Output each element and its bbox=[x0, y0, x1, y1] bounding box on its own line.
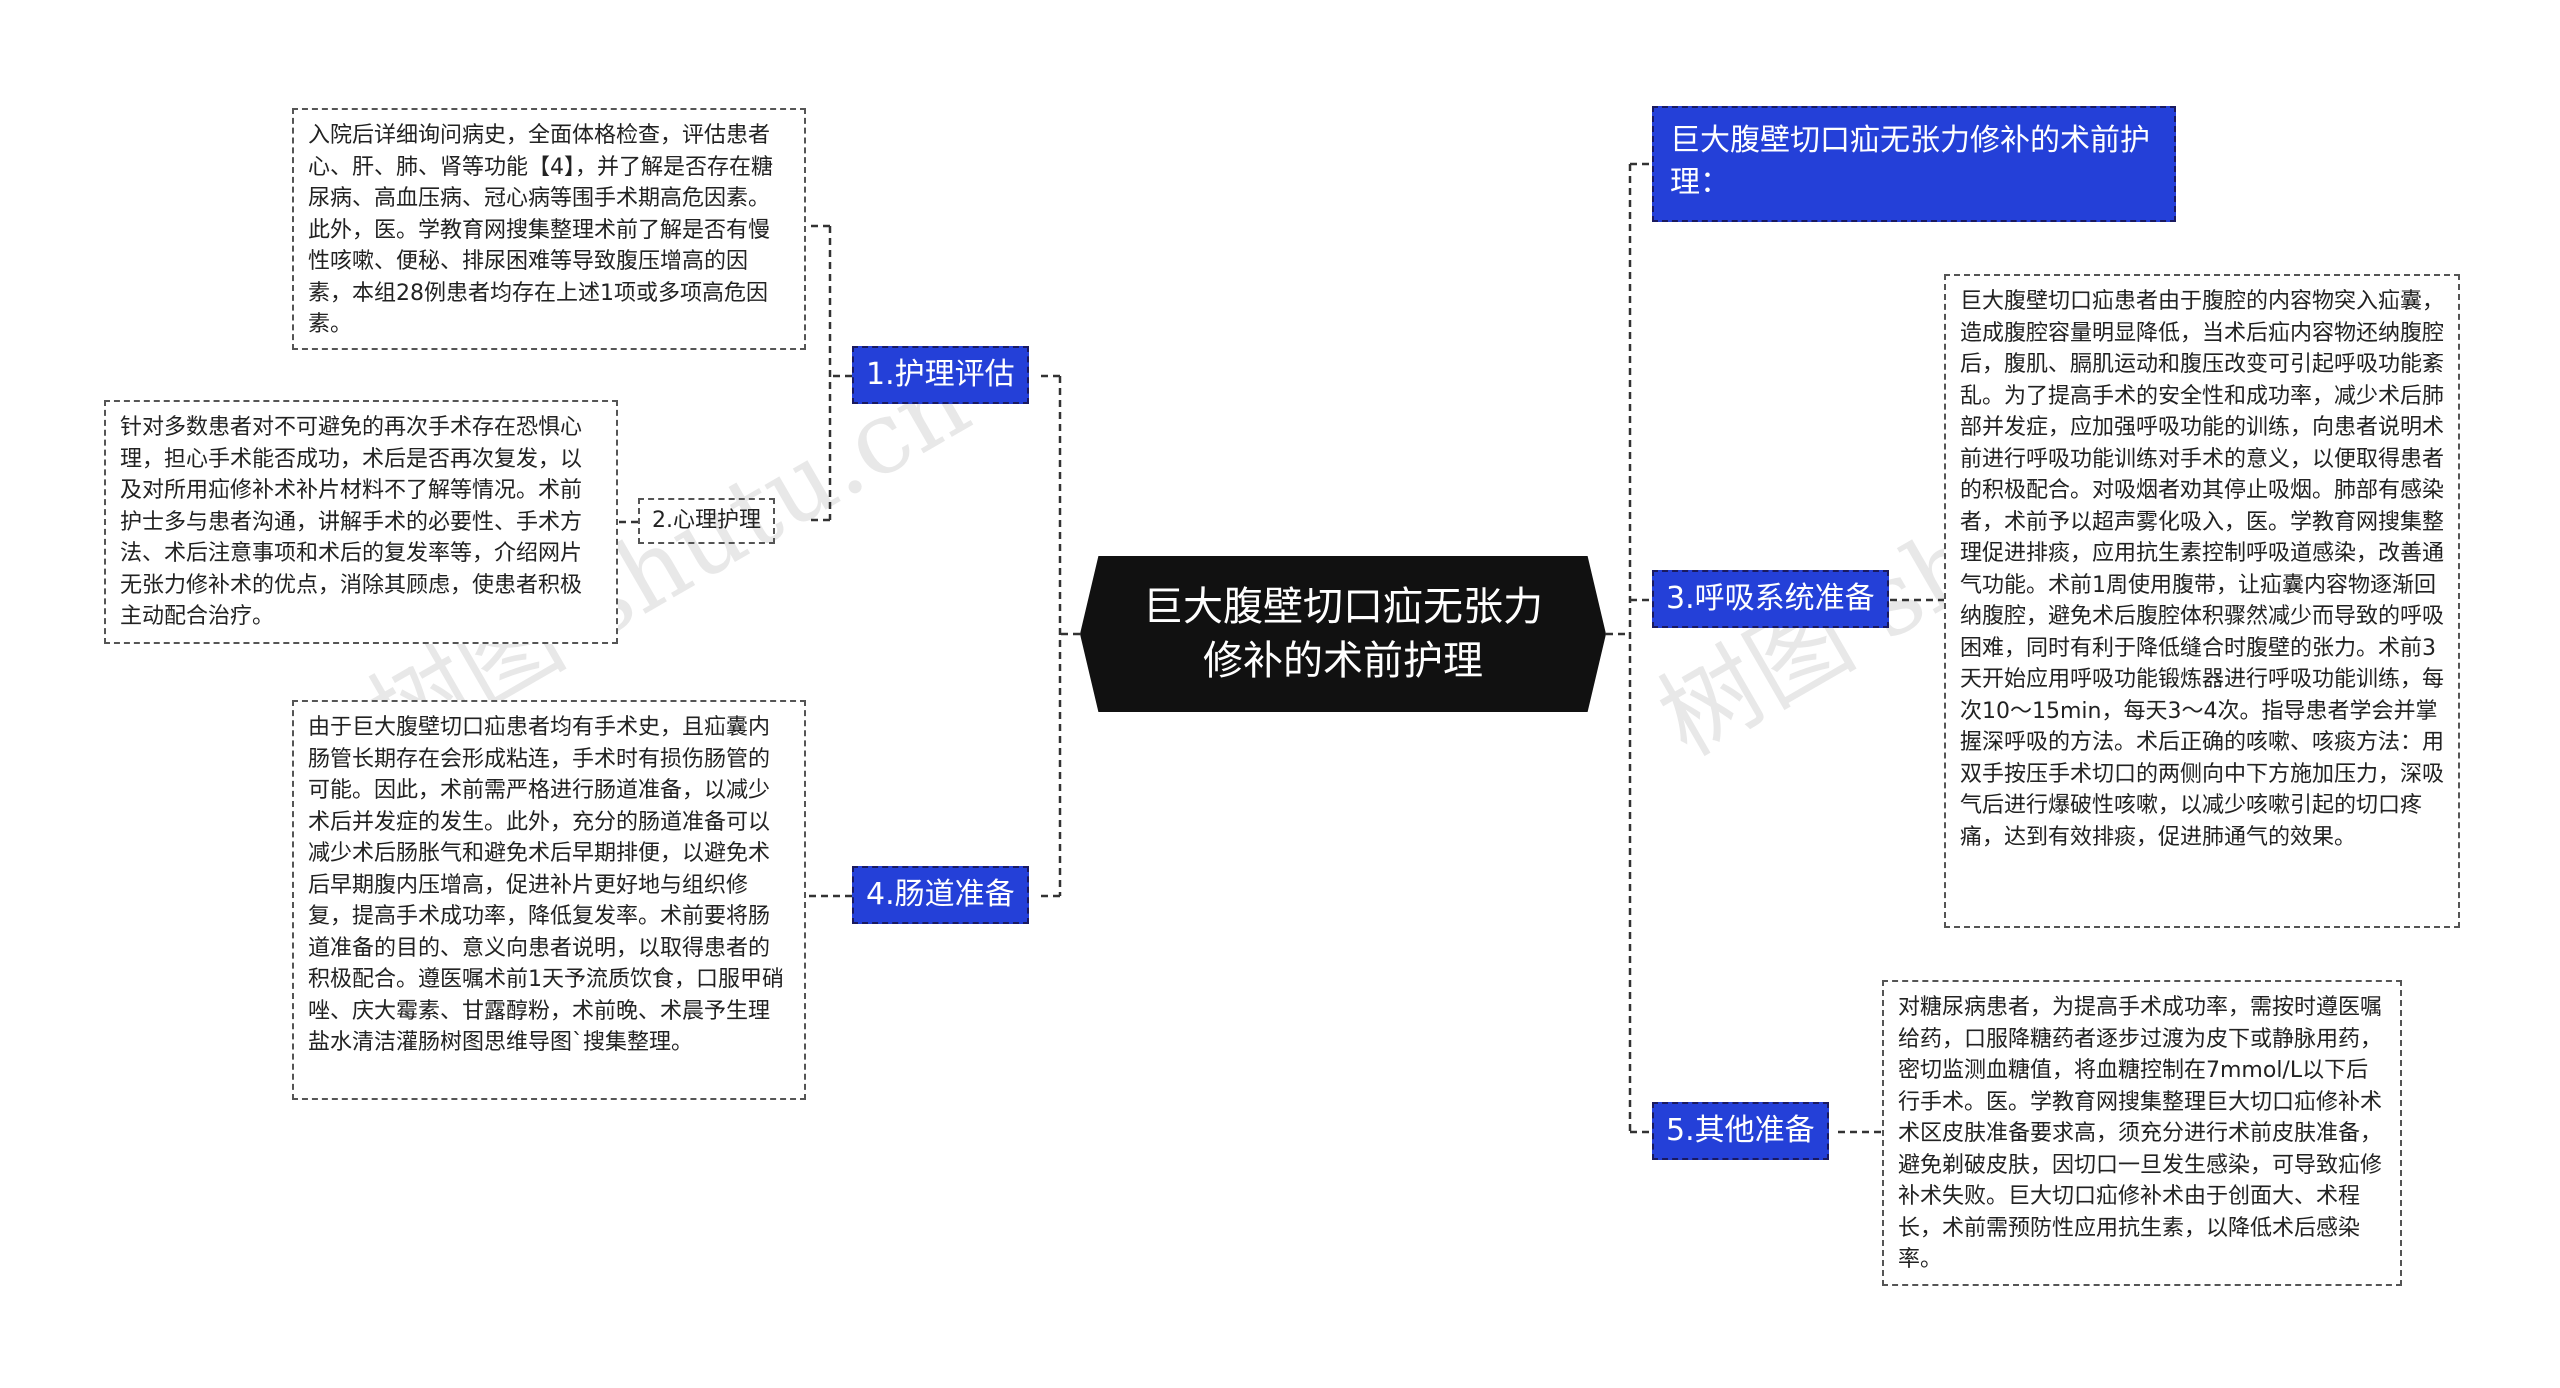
leaf-assessment[interactable]: 入院后详细询问病史，全面体格检查，评估患者心、肝、肺、肾等功能【4】，并了解是否… bbox=[292, 108, 806, 350]
branch-respiratory[interactable]: 3.呼吸系统准备 bbox=[1652, 570, 1889, 628]
root-topic[interactable]: 巨大腹壁切口疝无张力修补的术前护理 bbox=[1080, 556, 1606, 712]
leaf-psych[interactable]: 针对多数患者对不可避免的再次手术存在恐惧心理，担心手术能否成功，术后是否再次复发… bbox=[104, 400, 618, 644]
branch-other[interactable]: 5.其他准备 bbox=[1652, 1102, 1829, 1160]
leaf-other[interactable]: 对糖尿病患者，为提高手术成功率，需按时遵医嘱给药，口服降糖药者逐步过渡为皮下或静… bbox=[1882, 980, 2402, 1286]
branch-bowel[interactable]: 4.肠道准备 bbox=[852, 866, 1029, 924]
branch-psych[interactable]: 2.心理护理 bbox=[638, 498, 775, 544]
branch-header[interactable]: 巨大腹壁切口疝无张力修补的术前护理： bbox=[1652, 106, 2176, 222]
leaf-respiratory[interactable]: 巨大腹壁切口疝患者由于腹腔的内容物突入疝囊，造成腹腔容量明显降低，当术后疝内容物… bbox=[1944, 274, 2460, 928]
branch-assessment[interactable]: 1.护理评估 bbox=[852, 346, 1029, 404]
leaf-bowel[interactable]: 由于巨大腹壁切口疝患者均有手术史，且疝囊内肠管长期存在会形成粘连，手术时有损伤肠… bbox=[292, 700, 806, 1100]
